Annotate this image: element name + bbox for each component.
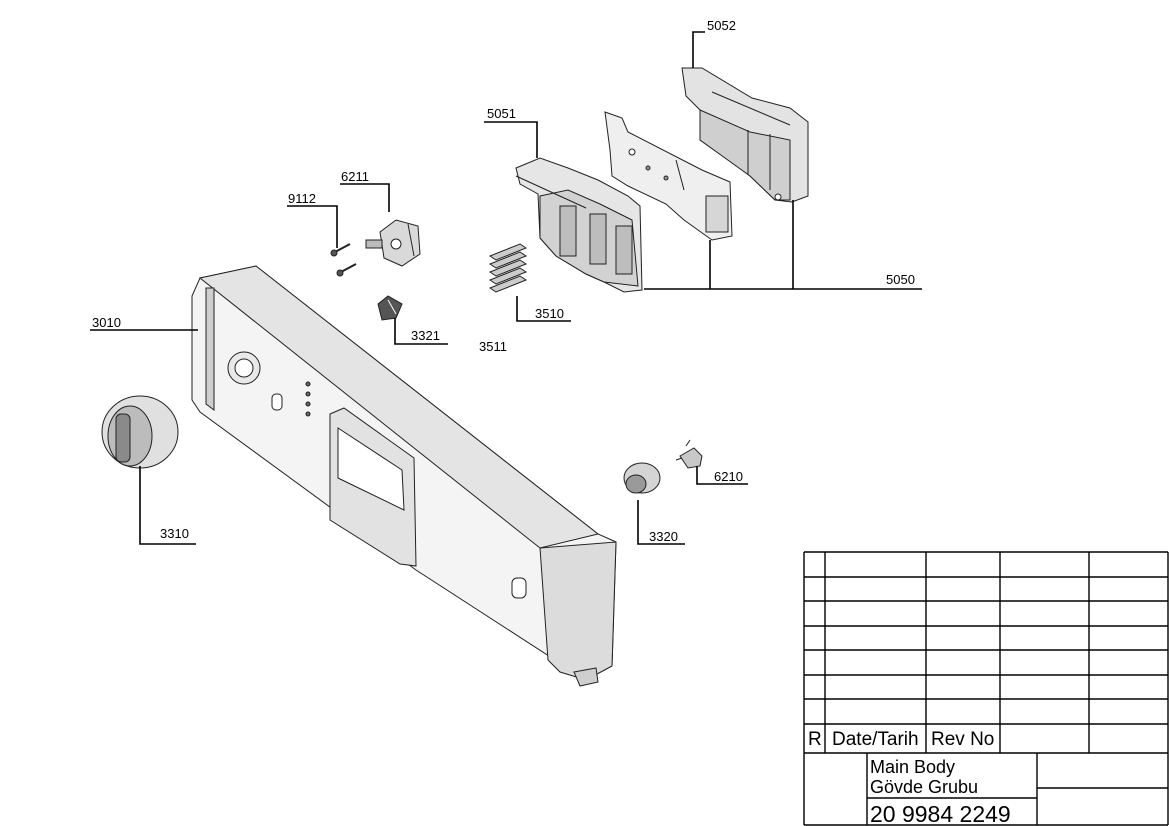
callout-9112: 9112 — [288, 191, 316, 206]
part-3310-knob — [101, 395, 179, 469]
rev-column-label: R — [808, 729, 822, 750]
part-3321-clip — [377, 295, 403, 321]
title-line-2: Gövde Grubu — [870, 777, 978, 797]
part-3010-control-panel — [191, 265, 617, 687]
callout-5052: 5052 — [707, 18, 736, 33]
callout-6210: 6210 — [714, 469, 743, 484]
rev-no-column-label: Rev No — [931, 729, 994, 750]
leader-lines — [90, 31, 922, 545]
title-block: R Date/Tarih Rev No Main Body Gövde Grub… — [803, 551, 1169, 826]
callout-3320: 3320 — [649, 529, 678, 544]
title-line-1: Main Body — [870, 757, 955, 777]
date-column-label: Date/Tarih — [832, 729, 919, 750]
part-3510-connector-pins — [488, 243, 528, 293]
callout-3310: 3310 — [160, 526, 189, 541]
part-9112-screws — [330, 243, 357, 277]
callout-3511: 3511 — [479, 339, 507, 354]
callout-5050: 5050 — [886, 272, 915, 287]
part-6211-rotary-switch — [365, 219, 421, 267]
part-5051-module-frame — [515, 157, 643, 293]
part-6210-switch — [675, 439, 703, 469]
part-3320-button-cap — [623, 462, 661, 494]
callout-3010: 3010 — [92, 315, 121, 330]
callout-3510: 3510 — [535, 306, 564, 321]
callout-3321: 3321 — [411, 328, 440, 343]
callout-6211: 6211 — [341, 169, 369, 184]
callout-5051: 5051 — [487, 106, 516, 121]
revision-table — [803, 551, 1169, 826]
part-pcb-board — [604, 111, 733, 241]
drawing-number: 20 9984 2249 — [870, 801, 1011, 826]
part-5052-rear-cover — [681, 67, 809, 203]
